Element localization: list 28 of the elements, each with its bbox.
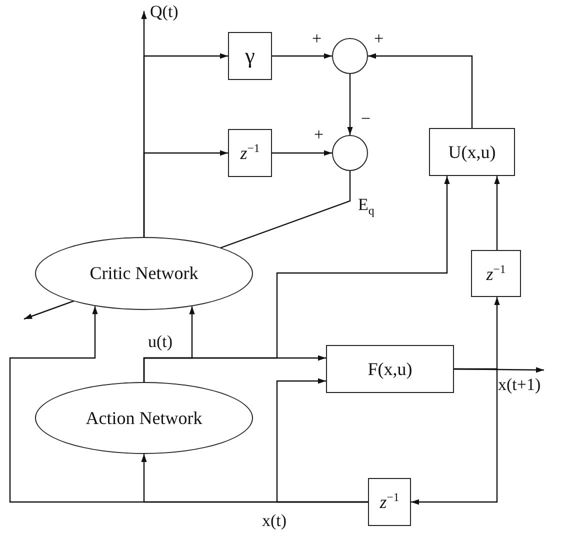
signal-arrow [347,74,353,135]
network-ellipse: Critic Network [35,237,253,310]
network-ellipse: Action Network [35,382,253,454]
signal-label: E$_{q}$ [358,196,374,218]
signal-arrow [272,150,332,156]
block-box: z$^{−1}$ [471,250,521,297]
block-box: z$^{−1}$ [228,129,272,177]
signal-arrow [368,53,473,128]
summing-junction [332,135,368,171]
block-box: F(x,u) [326,345,454,393]
block-box: U(x,u) [429,128,515,176]
block-box: z$^{−1}$ [368,478,411,526]
signal-label: x(t) [262,512,287,529]
summing-junction [332,38,368,74]
signal-arrow [143,150,228,237]
signal-label: + [374,30,384,47]
signal-label: x(t+1) [498,376,541,393]
signal-arrow [494,176,500,250]
signal-arrow [411,368,498,505]
signal-label: u(t) [148,333,173,350]
signal-label: + [314,126,324,143]
signal-label: Q(t) [150,3,178,20]
signal-arrow [276,378,368,503]
signal-label: + [312,30,322,47]
block-box: γ [228,32,272,80]
signal-arrow [143,176,450,382]
signal-label: − [361,110,371,127]
signal-arrow [272,53,332,59]
